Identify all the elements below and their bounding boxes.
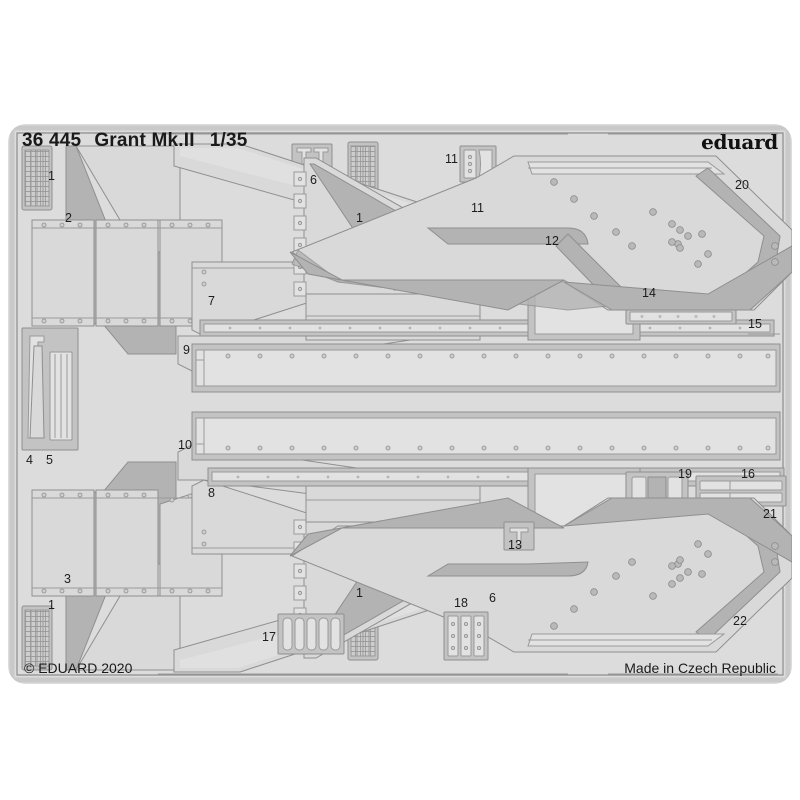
part-number-label-22: 22 — [733, 614, 747, 628]
copyright-notice: © EDUARD 2020 — [24, 660, 133, 676]
part-number-label-4: 4 — [26, 453, 33, 467]
part-number-label-1d: 1 — [356, 586, 363, 600]
part-number-label-8: 8 — [208, 486, 215, 500]
catalog-number: 36 445 — [22, 130, 82, 151]
fret-title: 36 445 Grant Mk.II 1/35 — [22, 130, 248, 152]
fret-parts-artwork: .f { fill:#d9d9d9; stroke:#8f8f8f; strok… — [9, 125, 792, 683]
part-number-label-17: 17 — [262, 630, 276, 644]
part-3-hull-plate — [31, 461, 223, 671]
part-number-label-7: 7 — [208, 294, 215, 308]
part-number-label-18: 18 — [454, 596, 468, 610]
part-20-fender — [289, 155, 792, 311]
part-9-strip — [191, 319, 781, 393]
part-number-label-1c: 1 — [48, 598, 55, 612]
part-number-label-5: 5 — [46, 453, 53, 467]
part-number-label-6b: 6 — [489, 591, 496, 605]
part-number-label-20: 20 — [735, 178, 749, 192]
part-4-and-5 — [21, 327, 79, 451]
part-number-label-1: 1 — [48, 169, 55, 183]
part-18-strip — [443, 611, 489, 661]
part-number-label-6a: 6 — [310, 173, 317, 187]
part-17-comb — [277, 613, 345, 655]
part-number-label-10: 10 — [178, 438, 192, 452]
origin-notice: Made in Czech Republic — [624, 660, 776, 676]
part-number-label-1b: 1 — [356, 211, 363, 225]
kit-name: Grant Mk.II — [94, 130, 195, 151]
part-21-22-fender — [289, 497, 792, 653]
part-2-hull-plate — [31, 145, 223, 355]
part-number-label-3: 3 — [64, 572, 71, 586]
photoetch-fret: .f { fill:#d9d9d9; stroke:#8f8f8f; strok… — [8, 124, 792, 684]
part-1-bottom-left — [21, 605, 53, 671]
scale-label: 1/35 — [209, 130, 248, 151]
small-detail-left-13 — [503, 521, 535, 551]
part-1-top-left — [21, 145, 53, 211]
part-number-label-21: 21 — [763, 507, 777, 521]
part-number-label-11b: 11 — [471, 201, 484, 215]
eduard-logo: eduard — [701, 130, 778, 154]
part-number-label-19: 19 — [678, 467, 692, 481]
part-number-label-16: 16 — [741, 467, 755, 481]
part-number-label-14: 14 — [642, 286, 656, 300]
part-number-label-12: 12 — [545, 234, 559, 248]
part-number-label-11a: 11 — [445, 152, 458, 166]
part-number-label-13: 13 — [508, 538, 522, 552]
part-number-label-2: 2 — [65, 211, 72, 225]
part-number-label-9: 9 — [183, 343, 190, 357]
part-number-label-15: 15 — [748, 317, 762, 331]
part-10-strip — [191, 411, 785, 487]
